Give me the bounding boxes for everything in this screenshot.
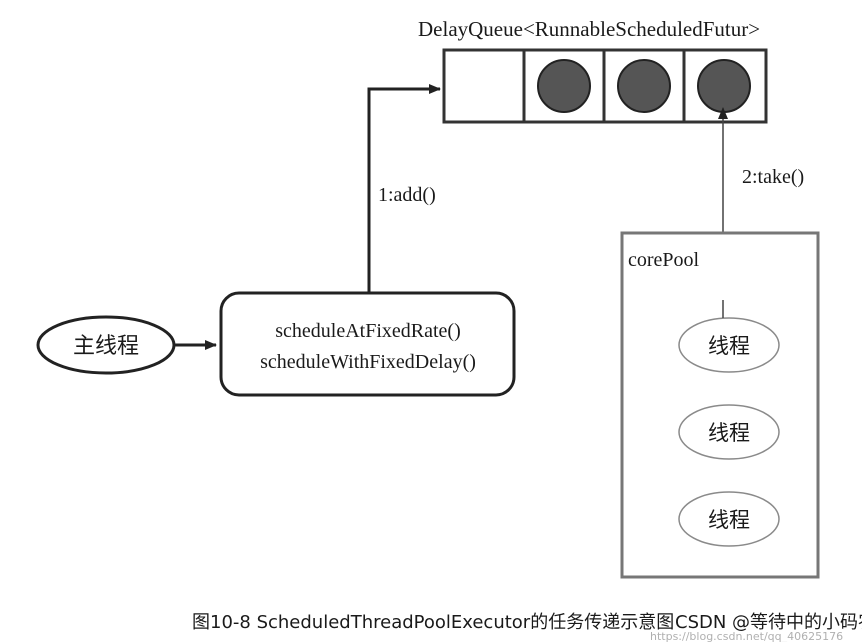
pool-thread-ellipse <box>678 317 780 373</box>
pool-thread: 线程 <box>678 404 780 460</box>
pool-thread: 线程 <box>678 317 780 373</box>
queue-label: DelayQueue<RunnableScheduledFutur> <box>418 17 760 41</box>
queued-task <box>697 59 751 113</box>
main-thread-label: 主线程 <box>73 334 139 359</box>
pool-thread-label: 线程 <box>708 508 750 532</box>
add-label: 1:add() <box>378 184 436 206</box>
watermark-text: CSDN @等待中的小码农 <box>675 612 862 633</box>
pool-thread-ellipse <box>678 404 780 460</box>
pool-thread: 线程 <box>678 491 780 547</box>
delay-queue <box>442 48 768 124</box>
pool-thread-ellipse <box>678 491 780 547</box>
scheduler-box: scheduleAtFixedRate() scheduleWithFixedD… <box>219 291 516 397</box>
add-arrow <box>367 84 441 293</box>
queued-task <box>537 59 591 113</box>
pool-thread-label: 线程 <box>708 421 750 445</box>
take-label: 2:take() <box>742 166 804 188</box>
scheduler-outline <box>219 291 516 397</box>
main-thread-node: 主线程 <box>36 315 176 375</box>
figure-caption: 图10-8 ScheduledThreadPoolExecutor的任务传递示意… <box>192 612 674 633</box>
scheduler-method-2: scheduleWithFixedDelay() <box>260 351 476 373</box>
scheduler-method-1: scheduleAtFixedRate() <box>275 320 461 342</box>
queued-task <box>617 59 671 113</box>
pool-thread-label: 线程 <box>708 334 750 358</box>
watermark-url: https://blog.csdn.net/qq_40625176 <box>650 630 843 642</box>
core-pool-label: corePool <box>628 249 700 271</box>
